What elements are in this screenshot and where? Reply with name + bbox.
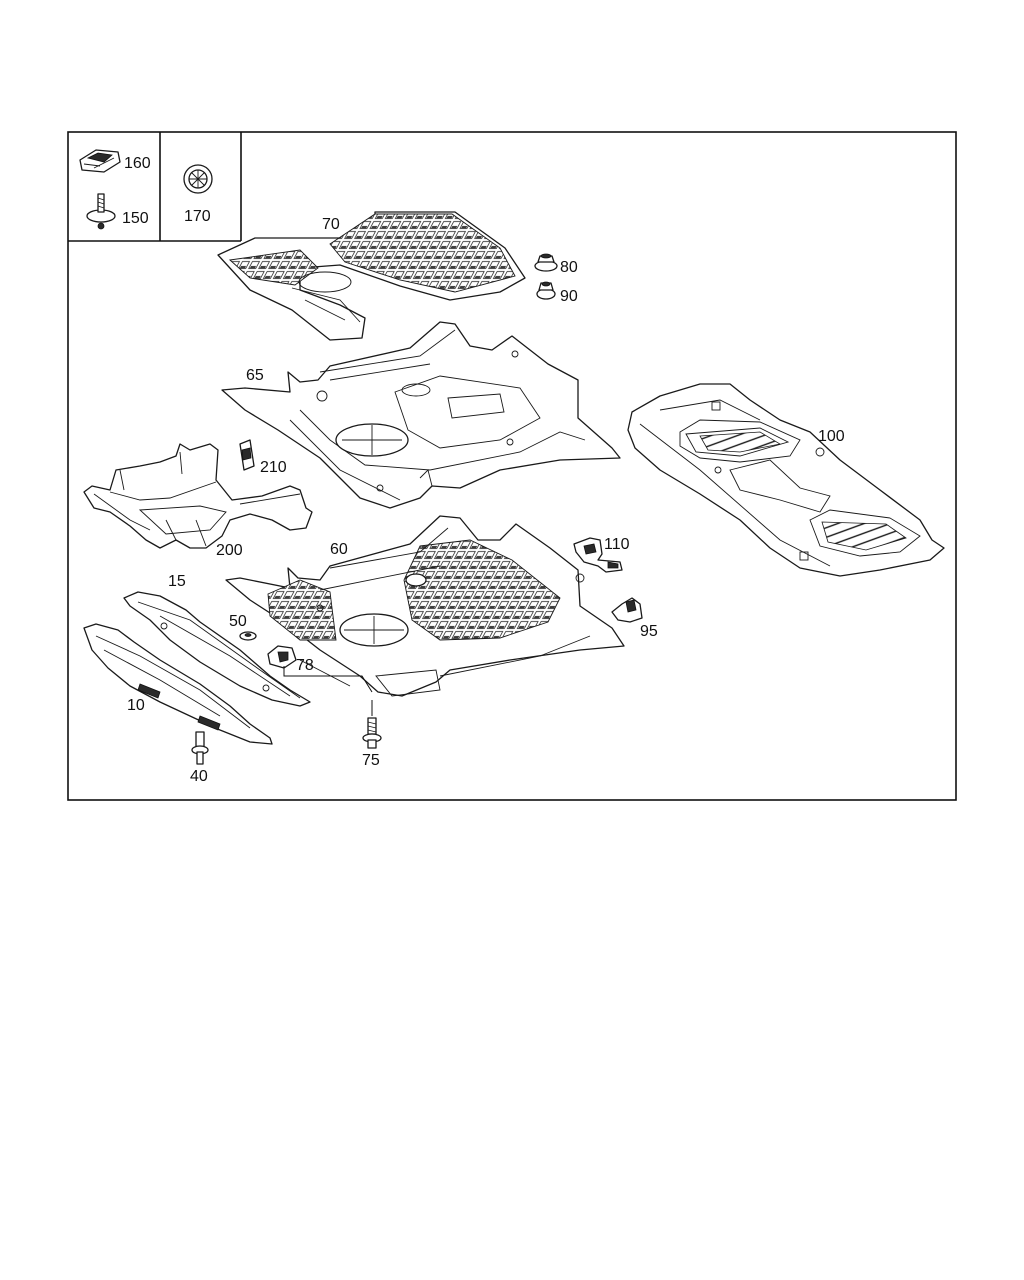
callout-160[interactable]: 160: [124, 155, 151, 172]
washer-50-icon[interactable]: [239, 631, 257, 641]
screw-150-icon[interactable]: [86, 193, 116, 230]
nut-80-icon[interactable]: [534, 253, 558, 272]
callout-labels: 160 150 170 70 80 90 65 210 100 200 60 1…: [122, 155, 845, 785]
panel-70-icon[interactable]: [217, 211, 526, 341]
bolt-75-icon[interactable]: [362, 717, 382, 749]
nut-90-icon[interactable]: [536, 281, 556, 300]
callout-50[interactable]: 50: [229, 613, 247, 630]
callout-15[interactable]: 15: [168, 573, 186, 590]
panel-200-icon[interactable]: [83, 443, 313, 549]
callout-40[interactable]: 40: [190, 768, 208, 785]
panel-100-icon[interactable]: [627, 383, 945, 577]
clip-nut-160-icon[interactable]: [79, 149, 121, 173]
clip-210-icon[interactable]: [239, 439, 255, 471]
callout-90[interactable]: 90: [560, 288, 578, 305]
bolt-40-icon[interactable]: [191, 731, 209, 765]
callout-150[interactable]: 150: [122, 210, 149, 227]
callout-70[interactable]: 70: [322, 216, 340, 233]
callout-80[interactable]: 80: [560, 259, 578, 276]
callout-95[interactable]: 95: [640, 623, 658, 640]
callout-65[interactable]: 65: [246, 367, 264, 384]
inset-boxes: [68, 132, 242, 242]
callout-200[interactable]: 200: [216, 542, 243, 559]
callout-100[interactable]: 100: [818, 428, 845, 445]
callout-110[interactable]: 110: [604, 536, 630, 553]
diagram-frame: [67, 131, 957, 801]
callout-210[interactable]: 210: [260, 459, 287, 476]
callout-60[interactable]: 60: [330, 541, 348, 558]
panel-10-icon[interactable]: [83, 623, 273, 745]
panel-60-icon[interactable]: [225, 515, 625, 697]
deflector-15-icon[interactable]: [123, 591, 311, 707]
bracket-95-icon[interactable]: [611, 597, 643, 623]
clip-78-icon[interactable]: [267, 645, 297, 669]
callout-170[interactable]: 170: [184, 208, 211, 225]
callout-10[interactable]: 10: [127, 697, 145, 714]
panel-65-icon[interactable]: [221, 321, 621, 509]
callout-75[interactable]: 75: [362, 752, 380, 769]
callout-78[interactable]: 78: [296, 657, 314, 674]
grommet-170-icon[interactable]: [183, 164, 213, 194]
leader-lines: [283, 666, 373, 716]
bracket-110-icon[interactable]: [573, 537, 623, 573]
